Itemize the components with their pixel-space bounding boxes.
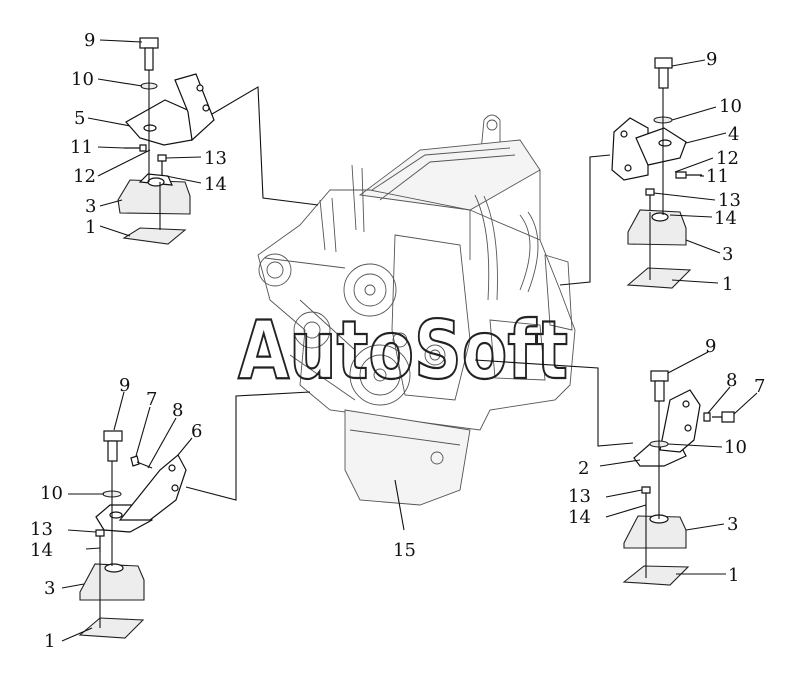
callout-3-bottom-left: 3 <box>44 578 55 599</box>
mount-assembly-top-left: 9 10 5 11 12 13 14 3 1 <box>70 30 227 245</box>
callout-11-top-right: 11 <box>706 166 729 187</box>
assembly-leader-lines <box>185 86 634 531</box>
watermark-text: AutoSoft <box>238 304 568 397</box>
engine-illustration <box>257 114 576 506</box>
callout-14-bottom-right: 14 <box>568 507 591 528</box>
mount-assembly-bottom-right: 9 8 7 10 2 13 14 3 1 <box>568 336 765 586</box>
callout-1-bottom-right: 1 <box>728 565 739 586</box>
callout-13-bottom-left: 13 <box>30 519 53 540</box>
callout-12-top-left: 12 <box>73 166 96 187</box>
callout-10-bottom-right: 10 <box>724 437 747 458</box>
callout-13-top-left: 13 <box>204 148 227 169</box>
callout-11-top-left: 11 <box>70 137 93 158</box>
callout-7-bottom-left: 7 <box>146 389 157 410</box>
callout-14-top-left: 14 <box>204 174 227 195</box>
callout-14-top-right: 14 <box>714 208 737 229</box>
callout-1-top-right: 1 <box>722 274 733 295</box>
mount-assembly-top-right: 9 10 4 12 11 13 14 3 1 <box>611 49 742 295</box>
callout-5-top-left: 5 <box>74 108 85 129</box>
callout-10-top-right: 10 <box>719 96 742 117</box>
callout-3-top-left: 3 <box>85 196 96 217</box>
callout-14-bottom-left: 14 <box>30 540 53 561</box>
callout-10-bottom-left: 10 <box>40 483 63 504</box>
callout-9-top-left: 9 <box>84 30 95 51</box>
callout-9-top-right: 9 <box>706 49 717 70</box>
callout-15-engine: 15 <box>393 540 416 561</box>
callout-1-bottom-left: 1 <box>44 631 55 652</box>
callout-3-bottom-right: 3 <box>727 514 738 535</box>
callout-4-top-right: 4 <box>728 124 739 145</box>
callout-9-bottom-left: 9 <box>119 375 130 396</box>
callout-6-bottom-left: 6 <box>191 421 202 442</box>
callout-9-bottom-right: 9 <box>705 336 716 357</box>
callout-10-top-left: 10 <box>71 69 94 90</box>
callout-13-top-right: 13 <box>718 190 741 211</box>
callout-12-top-right: 12 <box>716 148 739 169</box>
mount-assembly-bottom-left: 9 7 8 6 10 13 14 3 1 <box>30 375 202 652</box>
callout-1-top-left: 1 <box>85 217 96 238</box>
callout-7-bottom-right: 7 <box>754 376 765 397</box>
callout-2-bottom-right: 2 <box>578 458 589 479</box>
callout-8-bottom-left: 8 <box>172 400 183 421</box>
callout-13-bottom-right: 13 <box>568 486 591 507</box>
callout-8-bottom-right: 8 <box>726 370 737 391</box>
callout-3-top-right: 3 <box>722 244 733 265</box>
